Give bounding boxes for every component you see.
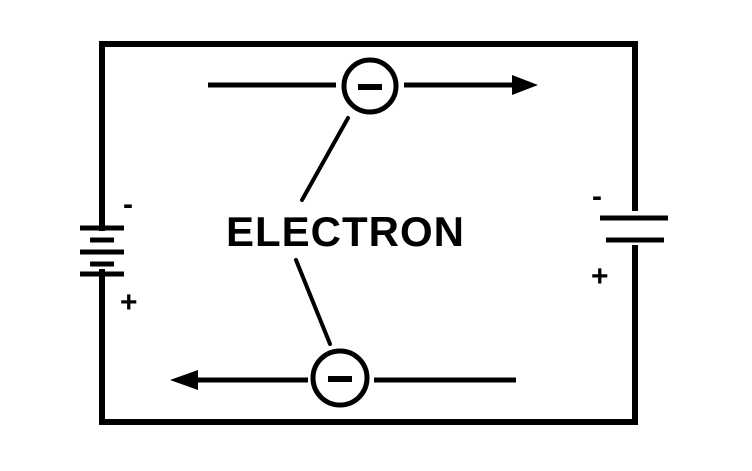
- right-arrowhead-icon: [512, 75, 538, 95]
- right-battery-negative-sign: -: [592, 180, 602, 213]
- bottom-flow-arrow: [170, 370, 516, 390]
- wire-top-left-segment: [99, 41, 638, 231]
- right-battery: - +: [591, 180, 668, 293]
- left-battery: - +: [80, 188, 138, 319]
- wire-right-lower-segment: [99, 245, 638, 425]
- left-battery-positive-sign: +: [120, 286, 138, 319]
- electron-bottom: [310, 348, 370, 408]
- leader-line-bottom: [294, 258, 332, 346]
- circuit-wire: [99, 41, 638, 425]
- left-battery-negative-sign: -: [123, 188, 133, 221]
- electron-label: ELECTRON: [226, 208, 465, 255]
- electron-top: [341, 57, 399, 115]
- left-arrowhead-icon: [170, 370, 198, 390]
- leader-line-top: [300, 116, 350, 202]
- top-flow-arrow: [208, 75, 538, 95]
- right-battery-positive-sign: +: [591, 260, 609, 293]
